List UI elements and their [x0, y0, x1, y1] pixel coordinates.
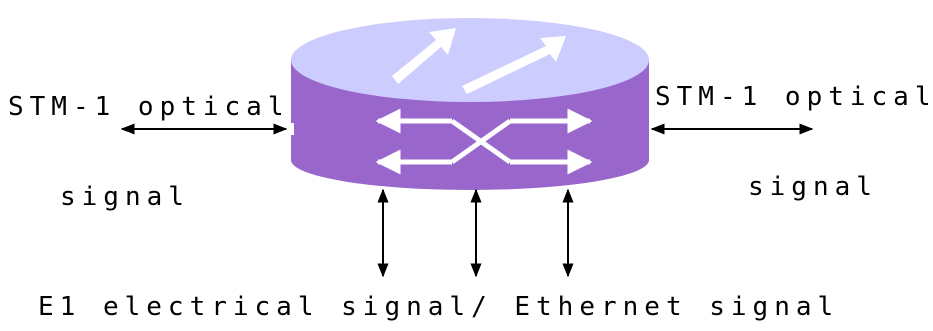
left-label-line2: signal	[60, 182, 190, 212]
cross-connect-icon	[375, 108, 593, 175]
left-optical-label: STM-1 optical signal	[8, 32, 290, 242]
left-label-line1: STM-1 optical	[8, 92, 290, 122]
left-port	[288, 123, 294, 135]
right-label-line2: signal	[748, 172, 878, 202]
bottom-signal-label: E1 electrical signal/ Ethernet signal	[38, 292, 840, 322]
right-label-line1: STM-1 optical	[655, 82, 933, 112]
right-optical-label: STM-1 optical signal	[655, 22, 933, 232]
network-device	[291, 18, 649, 190]
forwarding-arrows-icon	[392, 28, 566, 94]
